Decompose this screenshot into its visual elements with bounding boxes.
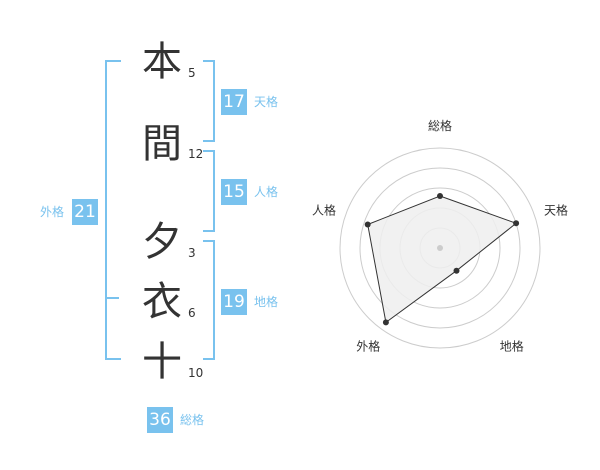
name-char-1: 本 bbox=[142, 39, 182, 85]
radar-series-polygon bbox=[367, 195, 518, 324]
radar-point-5 bbox=[364, 221, 371, 228]
radar-point-1 bbox=[437, 193, 443, 199]
soukaku-value: 36 bbox=[147, 407, 173, 433]
chikaku-bracket bbox=[203, 240, 215, 360]
radar-axis-label-1: 総格 bbox=[428, 118, 452, 133]
radar-grid-ring-4 bbox=[359, 167, 521, 329]
radar-axis-label-4: 外格 bbox=[356, 339, 380, 354]
tenkaku-bracket bbox=[203, 60, 215, 142]
chikaku-label: 地格 bbox=[254, 295, 279, 309]
radar-grid-ring-5 bbox=[339, 147, 541, 349]
jinkaku-bracket bbox=[203, 150, 215, 232]
tenkaku-label: 天格 bbox=[254, 95, 279, 109]
gaikaku-mid-tick bbox=[105, 297, 119, 299]
radar-axis-label-3: 地格 bbox=[500, 339, 524, 354]
stroke-count-4: 6 bbox=[188, 306, 196, 320]
soukaku-label: 総格 bbox=[180, 413, 205, 427]
gaikaku-value: 21 bbox=[72, 199, 98, 225]
gaikaku-bracket bbox=[105, 60, 121, 360]
name-char-4: 衣 bbox=[142, 279, 182, 325]
tenkaku-value: 17 bbox=[221, 89, 247, 115]
stroke-count-2: 12 bbox=[188, 147, 204, 161]
jinkaku-label: 人格 bbox=[254, 185, 279, 199]
radar-axis-label-2: 天格 bbox=[544, 202, 568, 217]
name-char-3: 夕 bbox=[142, 219, 182, 265]
radar-axis-label-5: 人格 bbox=[312, 202, 336, 217]
radar-point-3 bbox=[453, 267, 460, 274]
radar-point-2 bbox=[513, 220, 520, 227]
radar-point-4 bbox=[382, 319, 389, 326]
jinkaku-value: 15 bbox=[221, 179, 247, 205]
name-char-5: 十 bbox=[142, 339, 182, 385]
radar-center-dot bbox=[437, 245, 443, 251]
stroke-count-1: 5 bbox=[188, 66, 196, 80]
stroke-count-3: 3 bbox=[188, 246, 196, 260]
name-char-2: 間 bbox=[142, 121, 182, 167]
gaikaku-label: 外格 bbox=[40, 205, 65, 219]
chikaku-value: 19 bbox=[221, 289, 247, 315]
stroke-count-5: 10 bbox=[188, 366, 204, 380]
